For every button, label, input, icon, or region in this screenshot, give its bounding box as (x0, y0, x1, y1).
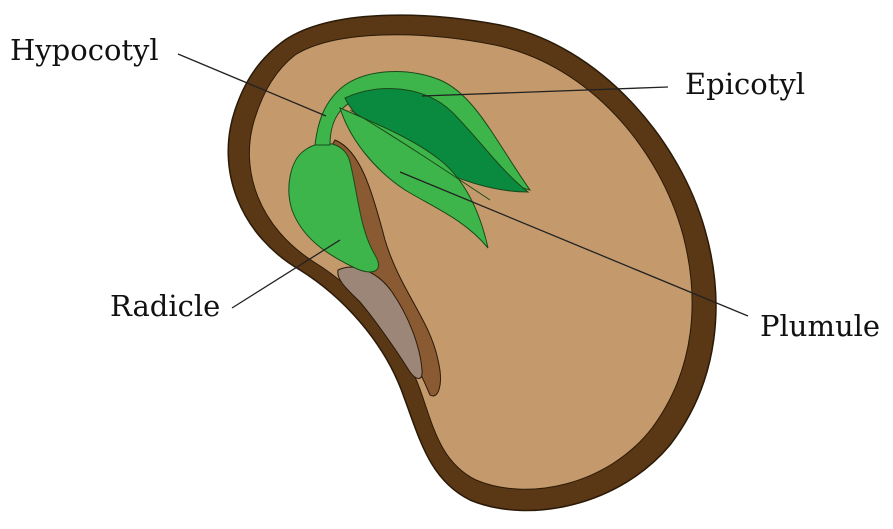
hypocotyl-label: Hypocotyl (10, 36, 159, 65)
epicotyl-label: Epicotyl (685, 70, 805, 99)
radicle-label: Radicle (110, 292, 220, 321)
plumule-label: Plumule (760, 312, 880, 341)
